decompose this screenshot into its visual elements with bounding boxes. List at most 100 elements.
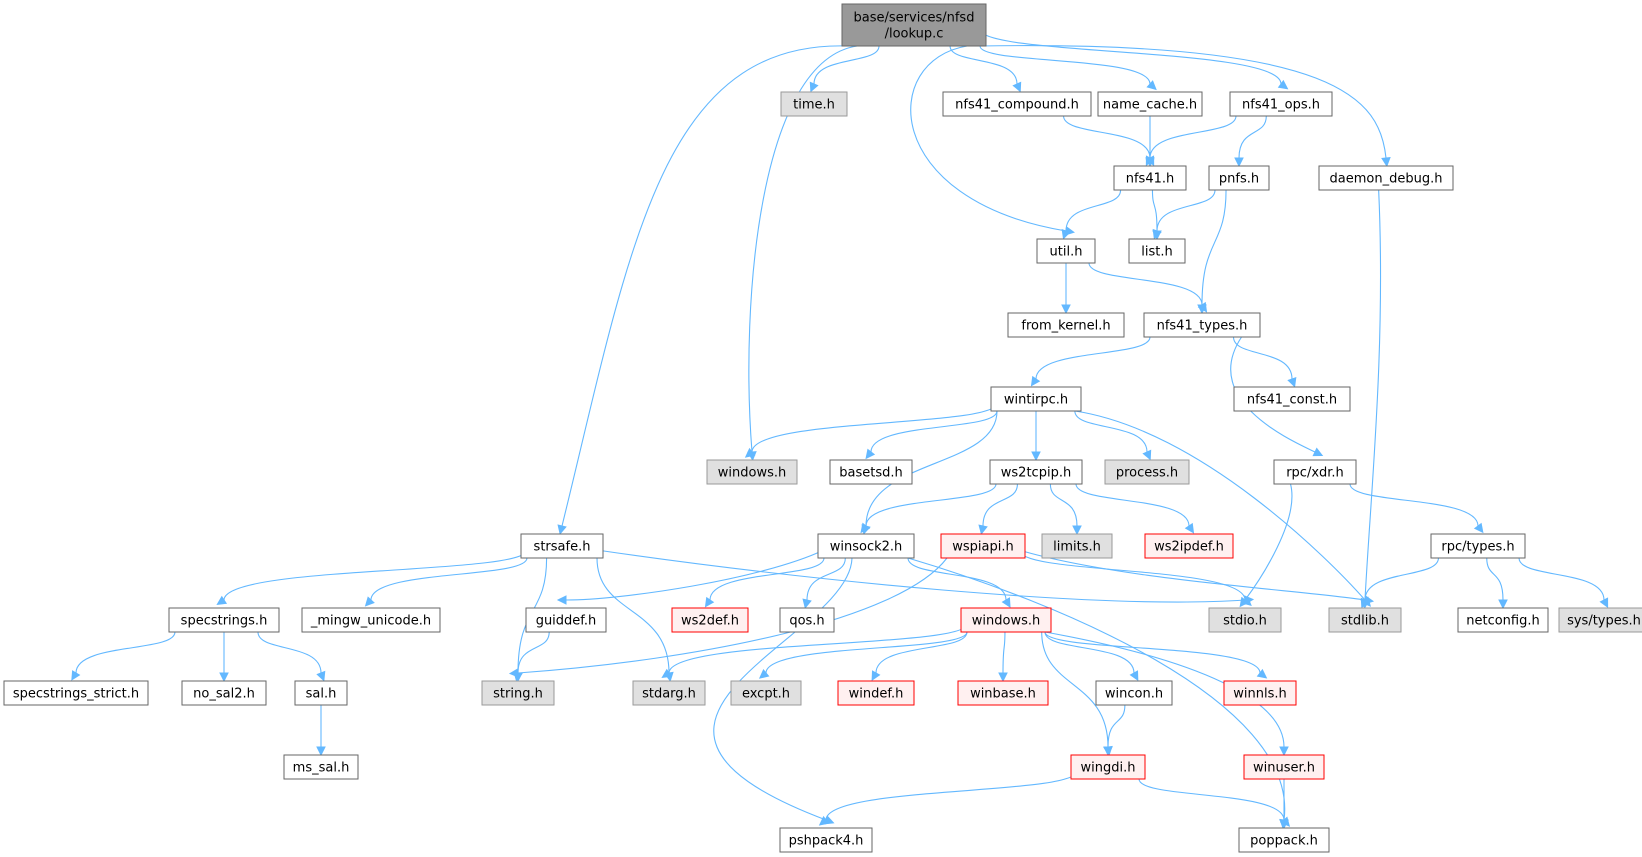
- node-ws2def-h[interactable]: ws2def.h: [671, 607, 749, 633]
- node-nfs41-ops-h[interactable]: nfs41_ops.h: [1229, 91, 1333, 117]
- edge-nfs41_types_h-to-nfs41_const_h: [1232, 336, 1297, 388]
- edge-line: [806, 557, 846, 601]
- node-no-sal2-h[interactable]: no_sal2.h: [181, 680, 267, 706]
- node-sal-h[interactable]: sal.h: [294, 680, 348, 706]
- node-winuser-h[interactable]: winuser.h: [1243, 754, 1325, 780]
- node-wintirpc-h[interactable]: wintirpc.h: [990, 386, 1082, 412]
- node-box: [1097, 91, 1203, 117]
- node-stdlib-h[interactable]: stdlib.h: [1328, 607, 1402, 633]
- node-list-h[interactable]: list.h: [1128, 238, 1186, 264]
- edge-line: [979, 28, 1282, 85]
- node-specstrings-h[interactable]: specstrings.h: [168, 607, 280, 633]
- edge-windows_h-to-winbase_h: [998, 631, 1008, 683]
- node-strsafe-h[interactable]: strsafe.h: [520, 533, 604, 559]
- edge-nfs41_types_h-to-wintirpc_h: [1030, 336, 1151, 387]
- node-util-h[interactable]: util.h: [1036, 238, 1096, 264]
- node-limits-h[interactable]: limits.h: [1041, 533, 1113, 559]
- arrowhead: [1129, 670, 1139, 682]
- edge-rpc_types_h-to-stdlib_h: [1360, 557, 1439, 609]
- node-label: nfs41_ops.h: [1242, 98, 1320, 113]
- arrowhead: [219, 672, 229, 683]
- node-box: [181, 680, 267, 706]
- edge-line: [870, 410, 998, 453]
- node-qos-h[interactable]: qos.h: [779, 607, 835, 633]
- edge-line: [1486, 557, 1504, 601]
- node-label: ms_sal.h: [293, 761, 350, 776]
- node-netconfig-h[interactable]: netconfig.h: [1457, 607, 1549, 633]
- arrowhead: [1012, 81, 1022, 93]
- node-rpc-types-h[interactable]: rpc/types.h: [1430, 533, 1526, 559]
- edge-windows_h-to-winuser_h: [1044, 631, 1289, 757]
- node-string-h[interactable]: string.h: [481, 680, 555, 706]
- arrowhead: [1256, 668, 1268, 679]
- node-label: specstrings.h: [181, 614, 268, 629]
- edge-nfs41_ops_h-to-pnfs_h: [1234, 115, 1267, 168]
- node-specstrings-strict-h[interactable]: specstrings_strict.h: [3, 680, 149, 706]
- node-guiddef-h[interactable]: guiddef.h: [525, 607, 607, 633]
- node-box: [1144, 533, 1234, 559]
- node-process-h[interactable]: process.h: [1104, 459, 1190, 485]
- edge-line: [75, 631, 176, 674]
- node-label: sys/types.h: [1567, 614, 1641, 629]
- node-winsock2-h[interactable]: winsock2.h: [817, 533, 915, 559]
- node-label: nfs41_compound.h: [955, 98, 1079, 113]
- node-nfs41-types-h[interactable]: nfs41_types.h: [1143, 312, 1261, 338]
- node-nfs41-const-h[interactable]: nfs41_const.h: [1233, 386, 1351, 412]
- node-wincon-h[interactable]: wincon.h: [1095, 680, 1173, 706]
- edge-line: [910, 45, 1067, 232]
- node-box: [632, 680, 706, 706]
- node-pnfs-h[interactable]: pnfs.h: [1208, 165, 1270, 191]
- node-sys-types-h[interactable]: sys/types.h: [1558, 607, 1642, 633]
- node-poppack-h[interactable]: poppack.h: [1238, 827, 1330, 853]
- node-ws2tcpip-h[interactable]: ws2tcpip.h: [989, 459, 1083, 485]
- node-root[interactable]: base/services/nfsd/lookup.c: [841, 3, 987, 47]
- edge-line: [1041, 631, 1109, 748]
- node-name-cache-h[interactable]: name_cache.h: [1097, 91, 1203, 117]
- node-nfs41-h[interactable]: nfs41.h: [1113, 165, 1187, 191]
- node-label: time.h: [793, 98, 835, 113]
- arrowhead: [818, 815, 830, 826]
- edge-line: [1364, 557, 1439, 601]
- edge-wintirpc_h-to-stdlib_h: [1074, 410, 1372, 607]
- node-mingw-unicode-h[interactable]: _mingw_unicode.h: [301, 607, 441, 633]
- edge-pnfs_h-to-nfs41_types_h: [1197, 189, 1227, 315]
- node-from-kernel-h[interactable]: from_kernel.h: [1007, 312, 1125, 338]
- node-wingdi-h[interactable]: wingdi.h: [1070, 754, 1146, 780]
- node-time-h[interactable]: time.h: [780, 91, 848, 117]
- arrowhead: [508, 668, 519, 678]
- node-windef-h[interactable]: windef.h: [837, 680, 915, 706]
- node-pshpack4-h[interactable]: pshpack4.h: [779, 827, 873, 853]
- edge-line: [1518, 557, 1605, 601]
- edge-specstrings_h-to-specstrings_strict_h: [71, 631, 176, 681]
- node-winnls-h[interactable]: winnls.h: [1223, 680, 1297, 706]
- node-ms-sal-h[interactable]: ms_sal.h: [283, 754, 359, 780]
- edge-winsock2_h-to-qos_h: [802, 557, 846, 609]
- node-rpc-xdr-h[interactable]: rpc/xdr.h: [1273, 459, 1357, 485]
- node-label: process.h: [1116, 466, 1178, 481]
- edge-ws2tcpip_h-to-ws2ipdef_h: [1075, 483, 1195, 534]
- node-basetsd-h[interactable]: basetsd.h: [829, 459, 913, 485]
- node-excpt-h[interactable]: excpt.h: [730, 680, 802, 706]
- node-daemon-debug-h[interactable]: daemon_debug.h: [1318, 165, 1454, 191]
- node-label: guiddef.h: [536, 614, 597, 629]
- node-box: [168, 607, 280, 633]
- edge-line: [982, 483, 1018, 527]
- node-box: [520, 533, 604, 559]
- node-nfs41-compound-h[interactable]: nfs41_compound.h: [942, 91, 1092, 117]
- arrowhead: [1277, 79, 1289, 90]
- edge-line: [1201, 189, 1227, 306]
- node-stdio-h[interactable]: stdio.h: [1208, 607, 1282, 633]
- edge-line: [1074, 410, 1366, 601]
- node-stdarg-h[interactable]: stdarg.h: [632, 680, 706, 706]
- edge-line: [257, 631, 322, 674]
- node-ws2ipdef-h[interactable]: ws2ipdef.h: [1144, 533, 1234, 559]
- node-windows-h[interactable]: windows.h: [960, 607, 1052, 633]
- edge-wingdi_h-to-pshpack4_h: [818, 770, 1078, 826]
- node-winbase-h[interactable]: winbase.h: [957, 680, 1049, 706]
- node-windows-h-sys[interactable]: windows.h: [706, 459, 798, 485]
- edge-util_h-to-from_kernel_h: [1061, 263, 1071, 315]
- edge-line: [1044, 631, 1285, 748]
- edge-line: [1151, 189, 1158, 232]
- node-wspiapi-h[interactable]: wspiapi.h: [940, 533, 1026, 559]
